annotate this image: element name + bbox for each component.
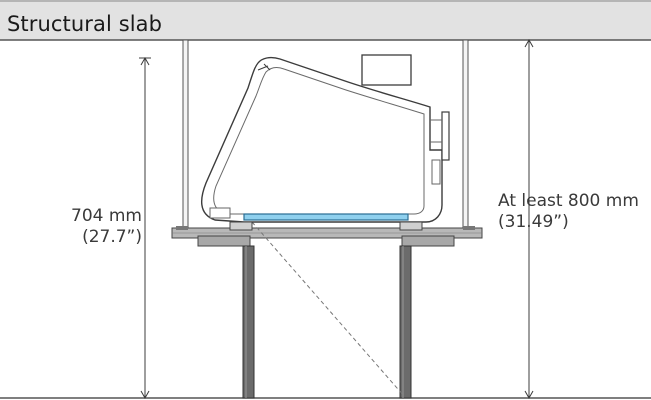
device-housing <box>201 54 450 231</box>
right-dimension-imperial: (31.49”) <box>498 212 569 232</box>
structural-slab-label: Structural slab <box>7 12 163 36</box>
right-dimension-metric: At least 800 mm <box>498 191 639 211</box>
structural-slab-band <box>0 0 651 40</box>
glass-window <box>243 213 409 221</box>
left-hanging-rod <box>182 39 189 229</box>
left-dimension-label: 704 mm (27.7”) <box>52 206 142 248</box>
left-dimension-line <box>139 56 151 400</box>
right-support-column <box>399 245 412 399</box>
right-hanging-rod <box>462 39 469 229</box>
left-dimension-imperial: (27.7”) <box>82 227 142 247</box>
right-dimension-label: At least 800 mm (31.49”) <box>498 191 651 233</box>
left-dimension-metric: 704 mm <box>71 206 142 226</box>
left-support-column <box>242 245 255 399</box>
right-dimension-line <box>524 38 534 400</box>
diagonal-sight-line <box>251 221 405 397</box>
mounting-rail <box>171 226 483 247</box>
